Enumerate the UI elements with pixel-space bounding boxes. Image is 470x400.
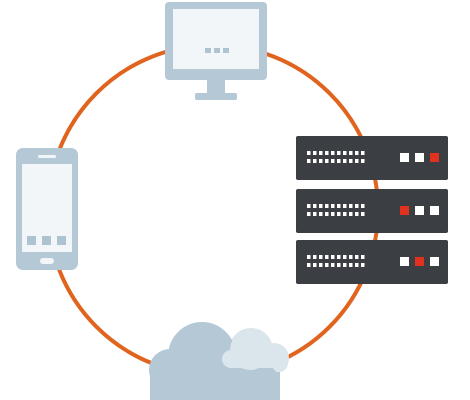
server-vent-slot [307,159,311,163]
monitor-dot [205,48,211,53]
server-vent-slot [337,159,341,163]
server-vent-slot [361,263,365,267]
server-status-light [430,206,439,215]
server-vent-slot [343,204,347,208]
server-vent-slot [361,151,365,155]
phone-app-tile [57,236,66,245]
server-vent-slot [319,204,323,208]
monitor-screen [173,9,259,69]
smartphone-icon [16,148,78,270]
server-vent-slot [361,159,365,163]
phone-home-button [40,258,54,264]
server-vent-slot [355,204,359,208]
server-status-light [400,206,409,215]
server-vent-slot [361,212,365,216]
server-status-light [400,153,409,162]
server-vent-slot [331,212,335,216]
server-vent-slot [349,204,353,208]
server-vent-slot [331,255,335,259]
server-status-light [400,257,409,266]
server-status-light [430,153,439,162]
monitor-base [195,93,237,100]
server-vent-slot [313,212,317,216]
server-vent-slot [319,255,323,259]
server-vent-slot [319,212,323,216]
server-status-light [415,206,424,215]
server-vent-slot [307,212,311,216]
server-vent-slot [313,255,317,259]
server-vent-slot [313,159,317,163]
server-vent-slot [355,159,359,163]
server-unit [296,240,448,284]
server-vent-slot [355,151,359,155]
server-vent-slot [325,204,329,208]
server-vent-slot [337,255,341,259]
server-vent-slot [319,263,323,267]
server-vent-slot [337,212,341,216]
server-vent-slot [355,263,359,267]
server-vent-slot [337,151,341,155]
server-vent-slot [307,255,311,259]
phone-app-tile [27,236,36,245]
server-vent-slot [331,263,335,267]
server-vent-slot [343,263,347,267]
cloud-icon [149,322,289,400]
server-vent-slot [307,151,311,155]
server-vent-slot [325,159,329,163]
server-vent-slot [337,204,341,208]
server-vent-slot [319,159,323,163]
server-vent-slot [361,255,365,259]
server-unit [296,136,448,180]
server-vent-slot [355,212,359,216]
server-vent-slot [313,263,317,267]
cloud-overlap-shape [222,330,284,370]
server-vent-slot [325,151,329,155]
server-vent-slot [349,212,353,216]
server-vent-slot [355,255,359,259]
monitor-neck [207,80,225,94]
server-vent-slot [349,263,353,267]
server-vent-slot [337,263,341,267]
server-vent-slot [361,204,365,208]
server-vent-slot [343,212,347,216]
server-vent-slot [319,151,323,155]
server-body [296,136,448,180]
server-status-light [430,257,439,266]
server-vent-slot [343,255,347,259]
phone-speaker [38,155,56,158]
server-vent-slot [331,204,335,208]
server-vent-slot [349,255,353,259]
server-body [296,240,448,284]
server-vent-slot [331,151,335,155]
server-vent-slot [313,204,317,208]
server-vent-slot [349,151,353,155]
monitor-dot [223,48,229,53]
server-vent-slot [307,204,311,208]
server-vent-slot [331,159,335,163]
server-vent-slot [313,151,317,155]
desktop-monitor-icon [165,2,267,100]
phone-app-tile [42,236,51,245]
server-vent-slot [325,263,329,267]
server-unit [296,189,448,233]
server-status-light [415,153,424,162]
server-rack-icon [296,136,448,284]
server-vent-slot [343,159,347,163]
server-vent-slot [349,159,353,163]
server-status-light [415,257,424,266]
server-vent-slot [325,255,329,259]
monitor-dot [214,48,220,53]
server-body [296,189,448,233]
server-vent-slot [307,263,311,267]
server-vent-slot [325,212,329,216]
server-vent-slot [343,151,347,155]
